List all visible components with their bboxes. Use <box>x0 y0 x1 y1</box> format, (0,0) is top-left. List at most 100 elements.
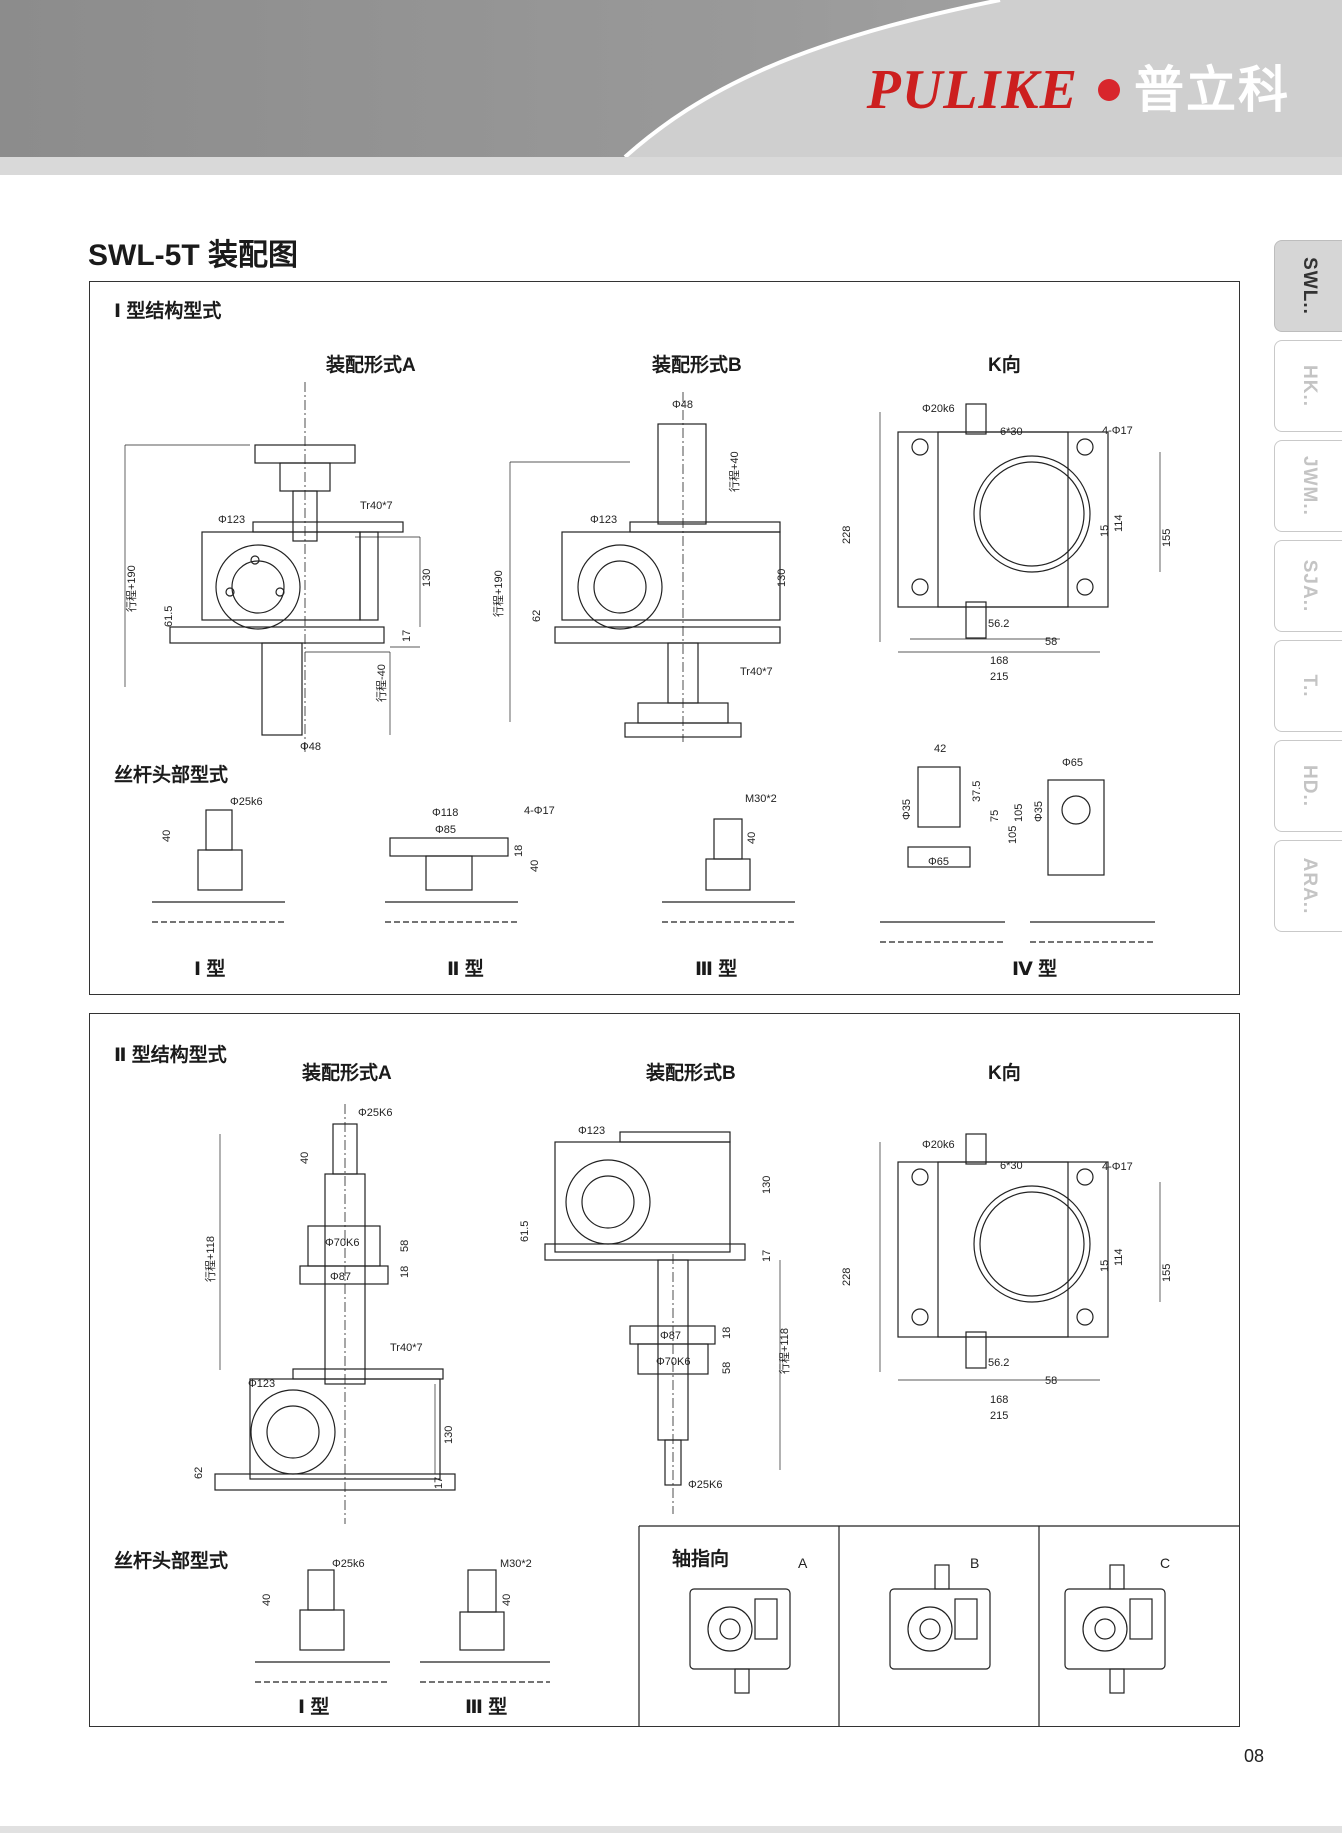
assembly-b-drawing <box>544 1131 781 1514</box>
dim-label: 215 <box>990 671 1008 683</box>
shaft-direction-title: 轴指向 <box>672 1549 730 1570</box>
dim-label: 105 <box>1007 826 1019 844</box>
dim-label: Φ123 <box>218 514 245 526</box>
dim-label: Φ25k6 <box>230 796 263 808</box>
dim-label: 58 <box>1045 1375 1057 1387</box>
dim-label: M30*2 <box>500 1558 532 1570</box>
view-title-k: K向 <box>988 1063 1021 1084</box>
dim-label: 4-Φ17 <box>1102 1161 1133 1173</box>
dim-label: 168 <box>990 1394 1008 1406</box>
dim-label: 4-Φ17 <box>524 805 555 817</box>
dim-label: 6*30 <box>1000 426 1023 438</box>
dim-label: 105 <box>1013 804 1025 822</box>
tab-hk[interactable]: HK.. <box>1274 340 1342 432</box>
shaft-label-b: B <box>970 1555 979 1571</box>
tab-label: HD.. <box>1298 765 1320 807</box>
dim-label: Φ25K6 <box>358 1107 392 1119</box>
dim-label: 行程+40 <box>728 451 741 492</box>
tab-swl[interactable]: SWL.. <box>1274 240 1342 332</box>
dim-label: Φ20k6 <box>922 403 955 415</box>
tab-t[interactable]: T.. <box>1274 640 1342 732</box>
dim-label: Φ35 <box>901 799 913 820</box>
tab-sja[interactable]: SJA.. <box>1274 540 1342 632</box>
dim-label: 37.5 <box>971 781 983 802</box>
brand-cn: 普立科 <box>1134 61 1290 119</box>
dim-label: Φ123 <box>590 514 617 526</box>
panel-type1-structure: Ⅰ 型结构型式 装配形式A 装配形式B K向 丝杆头部型式 Ⅰ 型 Ⅱ 型 Ⅲ … <box>89 281 1240 995</box>
dim-label: Φ65 <box>928 856 949 868</box>
head-type-drawings <box>255 1569 550 1683</box>
drawing-panel2 <box>214 1104 1239 1726</box>
dim-label: 6*30 <box>1000 1160 1023 1172</box>
tab-ara[interactable]: ARA.. <box>1274 840 1342 932</box>
dim-label: Φ70K6 <box>325 1237 359 1249</box>
tab-label: SJA.. <box>1298 559 1320 613</box>
dim-label: 18 <box>721 1327 733 1339</box>
drawing-panel1 <box>124 382 1161 943</box>
dim-label: 168 <box>990 655 1008 667</box>
k-view-drawing <box>879 1133 1161 1381</box>
assembly-a-drawing <box>214 1104 456 1524</box>
header-background <box>0 0 1342 175</box>
tab-hd[interactable]: HD.. <box>1274 740 1342 832</box>
dim-label: 75 <box>989 810 1001 822</box>
dim-label: 62 <box>531 610 543 622</box>
dim-label: Φ123 <box>578 1125 605 1137</box>
dim-label: 40 <box>161 830 173 842</box>
page-header: PULIKE 普立科 <box>0 0 1342 175</box>
k-view-drawing <box>879 403 1161 653</box>
dim-label: 行程-40 <box>375 664 388 702</box>
head-types-title: 丝杆头部型式 <box>114 765 229 786</box>
shaft-label-a: A <box>798 1555 808 1571</box>
tab-label: T.. <box>1298 674 1320 698</box>
dim-label: Φ87 <box>660 1330 681 1342</box>
dim-label: 15 <box>1099 525 1111 537</box>
dim-label: Φ25K6 <box>688 1479 722 1491</box>
dim-label: Φ35 <box>1033 801 1045 822</box>
view-title-a: 装配形式A <box>302 1063 392 1084</box>
dim-label: 行程+190 <box>492 570 505 617</box>
dim-label: M30*2 <box>745 793 777 805</box>
dim-label: Tr40*7 <box>740 666 773 678</box>
head-type-label: Ⅳ 型 <box>1012 959 1058 980</box>
dim-label: Tr40*7 <box>360 500 393 512</box>
head-type-label: Ⅲ 型 <box>465 1697 508 1718</box>
dim-label: 228 <box>841 526 853 544</box>
dim-label: 17 <box>401 630 413 642</box>
dim-label: 4-Φ17 <box>1102 425 1133 437</box>
dim-label: 40 <box>529 860 541 872</box>
dim-label: 行程+190 <box>125 565 138 612</box>
dim-label: 56.2 <box>988 1357 1009 1369</box>
dim-label: Φ70K6 <box>656 1356 690 1368</box>
dim-label: 130 <box>421 569 433 587</box>
head-type-drawings <box>152 766 1155 943</box>
footer-bar <box>0 1826 1342 1833</box>
dim-label: 61.5 <box>519 1221 531 1242</box>
tab-label: HK.. <box>1298 365 1320 407</box>
dim-label: Φ48 <box>672 399 693 411</box>
dimension-labels-panel2: Φ25K6 40 Φ70K6 Φ87 行程+118 58 18 Tr40*7 Φ… <box>193 1107 1173 1606</box>
tab-jwm[interactable]: JWM.. <box>1274 440 1342 532</box>
head-type-label: Ⅰ 型 <box>194 959 226 980</box>
dim-label: 15 <box>1099 1260 1111 1272</box>
dim-label: 42 <box>934 743 946 755</box>
dim-label: 130 <box>443 1426 455 1444</box>
dim-label: 228 <box>841 1268 853 1286</box>
dim-label: Φ85 <box>435 824 456 836</box>
dim-label: 58 <box>721 1362 733 1374</box>
dim-label: 行程+118 <box>778 1328 791 1374</box>
dim-label: 56.2 <box>988 618 1009 630</box>
dim-label: 40 <box>299 1152 311 1164</box>
dim-label: 18 <box>513 845 525 857</box>
head-type-label: Ⅲ 型 <box>695 959 738 980</box>
dim-label: 215 <box>990 1410 1008 1422</box>
head-types-title: 丝杆头部型式 <box>114 1551 229 1572</box>
dim-label: 155 <box>1161 529 1173 547</box>
dim-label: 40 <box>501 1594 513 1606</box>
dim-label: 17 <box>433 1477 445 1489</box>
dim-label: Φ48 <box>300 741 321 753</box>
dim-label: 130 <box>776 569 788 587</box>
page-number: 08 <box>1244 1746 1265 1766</box>
panel-type2-structure: Ⅱ 型结构型式 装配形式A 装配形式B K向 丝杆头部型式 Ⅰ 型 Ⅲ 型 轴指… <box>89 1013 1240 1727</box>
dim-label: 40 <box>746 832 758 844</box>
